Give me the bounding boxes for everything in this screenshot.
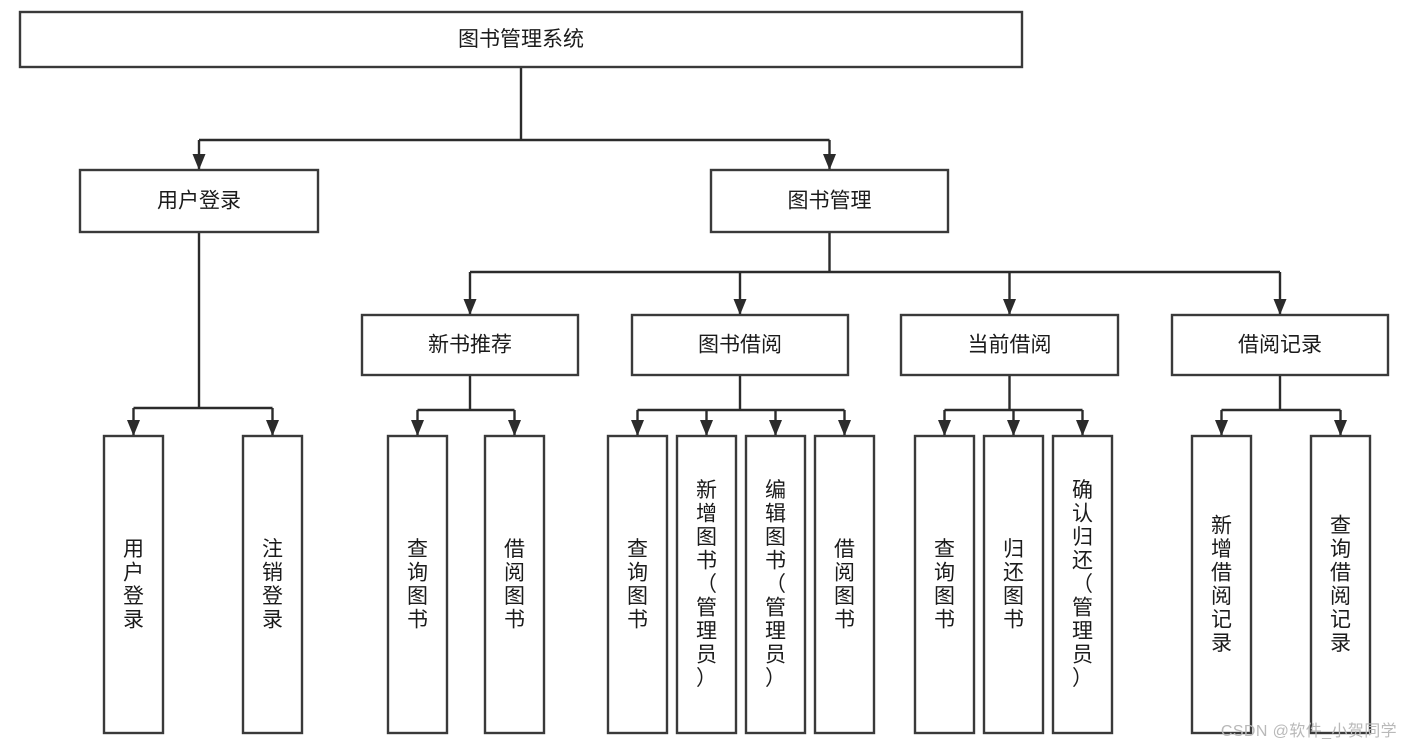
node-label: 编辑图书（管理员）	[765, 479, 786, 690]
node-box	[1170, 313, 1390, 377]
node-box	[606, 434, 669, 735]
node-label: 借阅记录	[1238, 334, 1322, 357]
node-label: 图书管理系统	[458, 28, 584, 51]
node-label: 查询图书	[627, 538, 648, 632]
node-e5bd93e5898de5809fe99885[interactable]: 当前借阅	[899, 313, 1120, 377]
node-e696b0e4b9a6e68ea8e88d90[interactable]: 新书推荐	[360, 313, 580, 377]
node-box	[483, 434, 546, 735]
arrow-head-icon	[411, 420, 424, 436]
node-box	[899, 313, 1120, 377]
node-label: 借阅图书	[504, 538, 525, 632]
node-label: 归还图书	[1003, 538, 1024, 632]
arrow-head-icon	[192, 154, 206, 170]
node-label: 新增图书（管理员）	[696, 479, 717, 690]
node-box	[709, 168, 950, 234]
node-e696b0e5a29ee5809fe99885e8aeb0e5bd95[interactable]: 新增借阅记录	[1190, 434, 1253, 735]
node-e794a8e688b7e799bbe5bd95[interactable]: 用户登录	[102, 434, 165, 735]
node-e59bbee4b9a6e7aea1e79086e7b3bbe7bb9f[interactable]: 图书管理系统	[18, 10, 1024, 69]
node-box	[744, 434, 807, 735]
arrow-head-icon	[631, 420, 644, 436]
arrow-head-icon	[700, 420, 713, 436]
node-e69fa5e8afa2e5809fe99885e8aeb0e5bd95[interactable]: 查询借阅记录	[1309, 434, 1372, 735]
node-label: 用户登录	[157, 190, 241, 213]
node-box	[386, 434, 449, 735]
node-e7bc96e8be91e59bbee4b9a6efbc88e7aea1e79086e59198efbc89[interactable]: 编辑图书（管理员）	[744, 434, 807, 735]
node-box	[241, 434, 304, 735]
connectors-layer	[127, 67, 1347, 436]
node-label: 当前借阅	[968, 334, 1052, 357]
node-box	[982, 434, 1045, 735]
node-e69fa5e8afa2e59bbee4b9a6[interactable]: 查询图书	[606, 434, 669, 735]
node-label: 确认归还（管理员）	[1072, 479, 1093, 690]
arrow-head-icon	[823, 154, 836, 170]
node-box	[1051, 434, 1114, 735]
arrow-head-icon	[1334, 420, 1347, 436]
node-label: 新书推荐	[428, 334, 512, 357]
csdn-watermark: CSDN @软件_小贺同学	[1220, 723, 1397, 740]
node-box	[1190, 434, 1253, 735]
node-e6b3a8e99480e799bbe5bd95[interactable]: 注销登录	[241, 434, 304, 735]
node-box	[102, 434, 165, 735]
arrow-head-icon	[266, 420, 279, 436]
node-box	[78, 168, 320, 234]
arrow-head-icon	[508, 420, 521, 436]
node-box	[675, 434, 738, 735]
node-e59bbee4b9a6e5809fe99885[interactable]: 图书借阅	[630, 313, 850, 377]
arrow-head-icon	[769, 420, 782, 436]
node-box	[360, 313, 580, 377]
node-e794a8e688b7e799bbe5bd95[interactable]: 用户登录	[78, 168, 320, 234]
arrow-head-icon	[127, 420, 140, 436]
node-e69fa5e8afa2e59bbee4b9a6[interactable]: 查询图书	[913, 434, 976, 735]
node-box	[813, 434, 876, 735]
node-e5bd92e8bf98e59bbee4b9a6[interactable]: 归还图书	[982, 434, 1045, 735]
node-e5809fe99885e59bbee4b9a6[interactable]: 借阅图书	[483, 434, 546, 735]
node-label: 图书借阅	[698, 334, 782, 357]
arrow-head-icon	[463, 299, 477, 315]
arrow-head-icon	[838, 420, 851, 436]
node-label: 用户登录	[123, 538, 144, 632]
node-e5809fe99885e59bbee4b9a6[interactable]: 借阅图书	[813, 434, 876, 735]
arrow-head-icon	[938, 420, 951, 436]
node-label: 查询借阅记录	[1330, 514, 1351, 655]
node-box	[913, 434, 976, 735]
node-label: 新增借阅记录	[1211, 514, 1232, 655]
nodes-layer: 图书管理系统用户登录用户登录注销登录图书管理新书推荐查询图书借阅图书图书借阅查询…	[18, 10, 1390, 735]
node-e5809fe99885e8aeb0e5bd95[interactable]: 借阅记录	[1170, 313, 1390, 377]
node-label: 注销登录	[262, 538, 283, 632]
arrow-head-icon	[1273, 299, 1287, 315]
node-box	[1309, 434, 1372, 735]
node-box	[18, 10, 1024, 69]
arrow-head-icon	[1003, 299, 1016, 315]
node-label: 查询图书	[934, 538, 955, 632]
node-e69fa5e8afa2e59bbee4b9a6[interactable]: 查询图书	[386, 434, 449, 735]
node-e696b0e5a29ee59bbee4b9a6efbc88e7aea1e79086e59198efbc89[interactable]: 新增图书（管理员）	[675, 434, 738, 735]
node-label: 图书管理	[788, 190, 872, 213]
arrow-head-icon	[1076, 420, 1089, 436]
node-box	[630, 313, 850, 377]
arrow-head-icon	[1007, 420, 1020, 436]
arrow-head-icon	[733, 299, 747, 315]
node-e59bbee4b9a6e7aea1e79086[interactable]: 图书管理	[709, 168, 950, 234]
node-e7a1aee8aea4e5bd92e8bf98efbc88e7aea1e79086e59198efbc89[interactable]: 确认归还（管理员）	[1051, 434, 1114, 735]
node-label: 借阅图书	[834, 538, 855, 632]
node-label: 查询图书	[407, 538, 428, 632]
arrow-head-icon	[1215, 420, 1228, 436]
